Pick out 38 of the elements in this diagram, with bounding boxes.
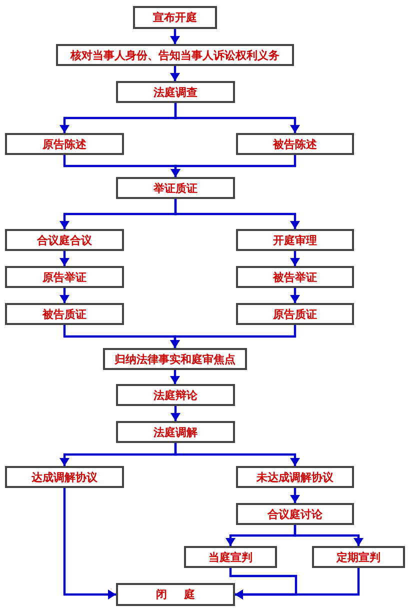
arrow <box>170 406 180 421</box>
process-box: 被告质证 <box>5 303 124 325</box>
arrow <box>170 325 296 348</box>
process-box: 达成调解协议 <box>5 466 124 488</box>
arrow <box>170 370 180 384</box>
process-box: 原告陈述 <box>5 133 124 155</box>
process-box: 核对当事人身份、告知当事人诉讼权利义务 <box>56 44 294 66</box>
arrow <box>60 288 70 303</box>
process-box: 法庭调解 <box>116 421 235 443</box>
process-box: 举证质证 <box>116 177 235 199</box>
process-box: 宣布开庭 <box>133 6 217 29</box>
process-box: 原告质证 <box>236 303 354 325</box>
process-box: 被告举证 <box>236 266 354 288</box>
arrow <box>290 251 300 266</box>
process-box: 开庭审理 <box>236 229 354 251</box>
arrow <box>235 568 360 600</box>
process-box: 当庭宣判 <box>184 546 277 568</box>
process-box: 归纳法律事实和庭审焦点 <box>103 348 247 370</box>
process-box: 未达成调解协议 <box>236 466 354 488</box>
process-box: 法庭调查 <box>116 81 235 103</box>
arrow <box>60 251 70 266</box>
process-box: 被告陈述 <box>236 133 354 155</box>
process-box: 法庭辩论 <box>116 384 235 406</box>
arrow <box>294 525 364 546</box>
process-box: 闭 庭 <box>116 583 235 606</box>
arrow <box>290 288 300 303</box>
process-box: 定期宣判 <box>312 546 405 568</box>
arrow <box>170 155 296 177</box>
arrow <box>170 66 180 81</box>
arrow <box>170 29 180 44</box>
arrow <box>290 488 300 503</box>
process-box: 原告举证 <box>5 266 124 288</box>
arrow <box>174 443 300 466</box>
process-box: 合议庭讨论 <box>236 503 354 525</box>
process-box: 合议庭合议 <box>5 229 124 251</box>
arrow <box>63 488 116 600</box>
arrow <box>174 103 300 133</box>
arrow <box>174 199 300 229</box>
